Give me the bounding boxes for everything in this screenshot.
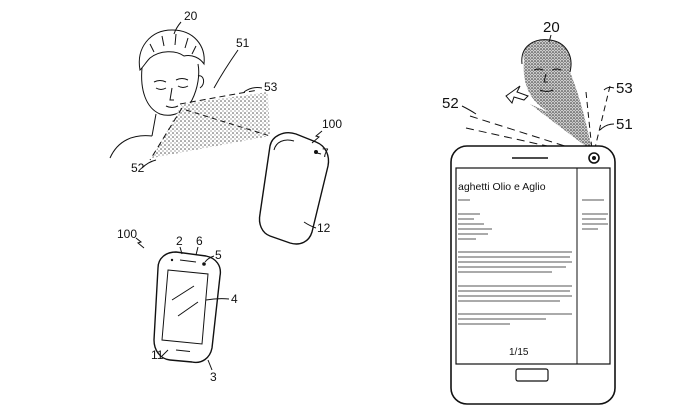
- label-part-3: 3: [210, 370, 217, 384]
- label-part-6: 6: [196, 234, 203, 248]
- viewing-beam-left: [150, 90, 270, 160]
- label-camera-7: 7: [322, 146, 329, 160]
- label-view-51-left: 51: [236, 36, 250, 50]
- label-view-52-right: 52: [442, 95, 459, 112]
- page-indicator: 1/15: [509, 347, 529, 358]
- label-device-100-top: 100: [322, 117, 342, 131]
- label-display-4: 4: [231, 292, 238, 306]
- user-head-right: [522, 40, 592, 150]
- label-view-53-left: 53: [264, 80, 278, 94]
- document-title: aghetti Olio e Aglio: [458, 181, 546, 193]
- label-back-12: 12: [317, 221, 331, 235]
- label-user-20-left: 20: [184, 9, 198, 23]
- label-user-20-right: 20: [543, 19, 560, 36]
- direction-arrow: [506, 86, 528, 103]
- label-view-51-right: 51: [616, 116, 633, 133]
- label-view-53-right: 53: [616, 80, 633, 97]
- label-part-2: 2: [176, 234, 183, 248]
- label-part-5: 5: [215, 248, 222, 262]
- label-device-100-bottom: 100: [117, 227, 137, 241]
- device-front-view: [154, 252, 220, 362]
- label-part-11: 11: [151, 348, 164, 362]
